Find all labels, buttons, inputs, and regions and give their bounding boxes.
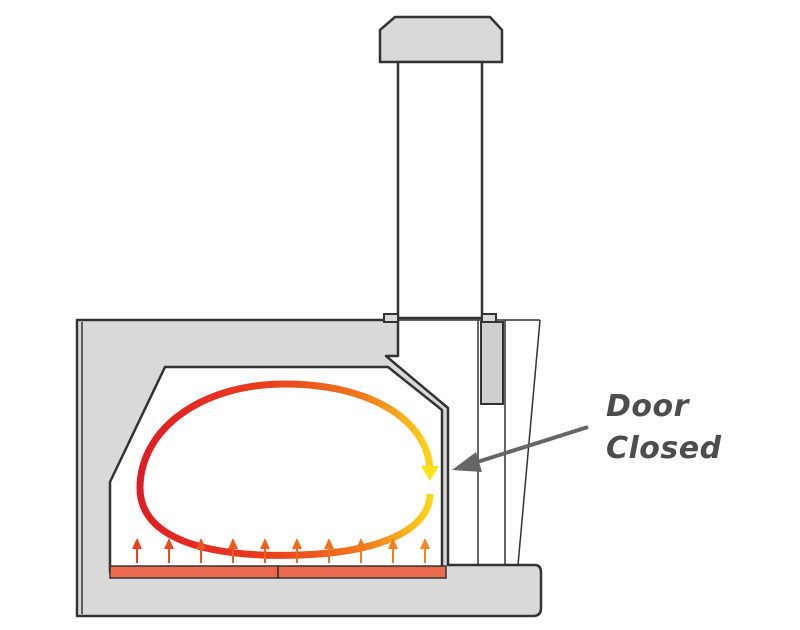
- label-door: Door: [606, 389, 689, 424]
- rising-heat-arrows: [132, 538, 430, 563]
- door-frame: [398, 319, 541, 566]
- heat-arrow: [228, 538, 238, 563]
- door-closed-label: Door Closed: [606, 386, 722, 470]
- heat-arrow: [260, 538, 270, 563]
- heat-arrow: [196, 538, 206, 563]
- callout-arrow: [452, 425, 589, 472]
- heat-flow-loop: [136, 380, 434, 559]
- heat-arrow: [132, 538, 142, 563]
- chimney-cap: [378, 15, 504, 64]
- heat-arrow: [388, 538, 398, 563]
- heat-arrow: [420, 538, 430, 563]
- heat-arrow: [292, 538, 302, 563]
- chimney-pipe: [396, 60, 484, 320]
- hearth-stones: [109, 565, 447, 579]
- heat-arrow: [164, 538, 174, 563]
- heat-arrow: [356, 538, 366, 563]
- heat-arrow: [324, 538, 334, 563]
- door-handle: [480, 321, 504, 405]
- label-closed: Closed: [606, 431, 722, 466]
- heat-flow-arrowhead: [421, 466, 439, 481]
